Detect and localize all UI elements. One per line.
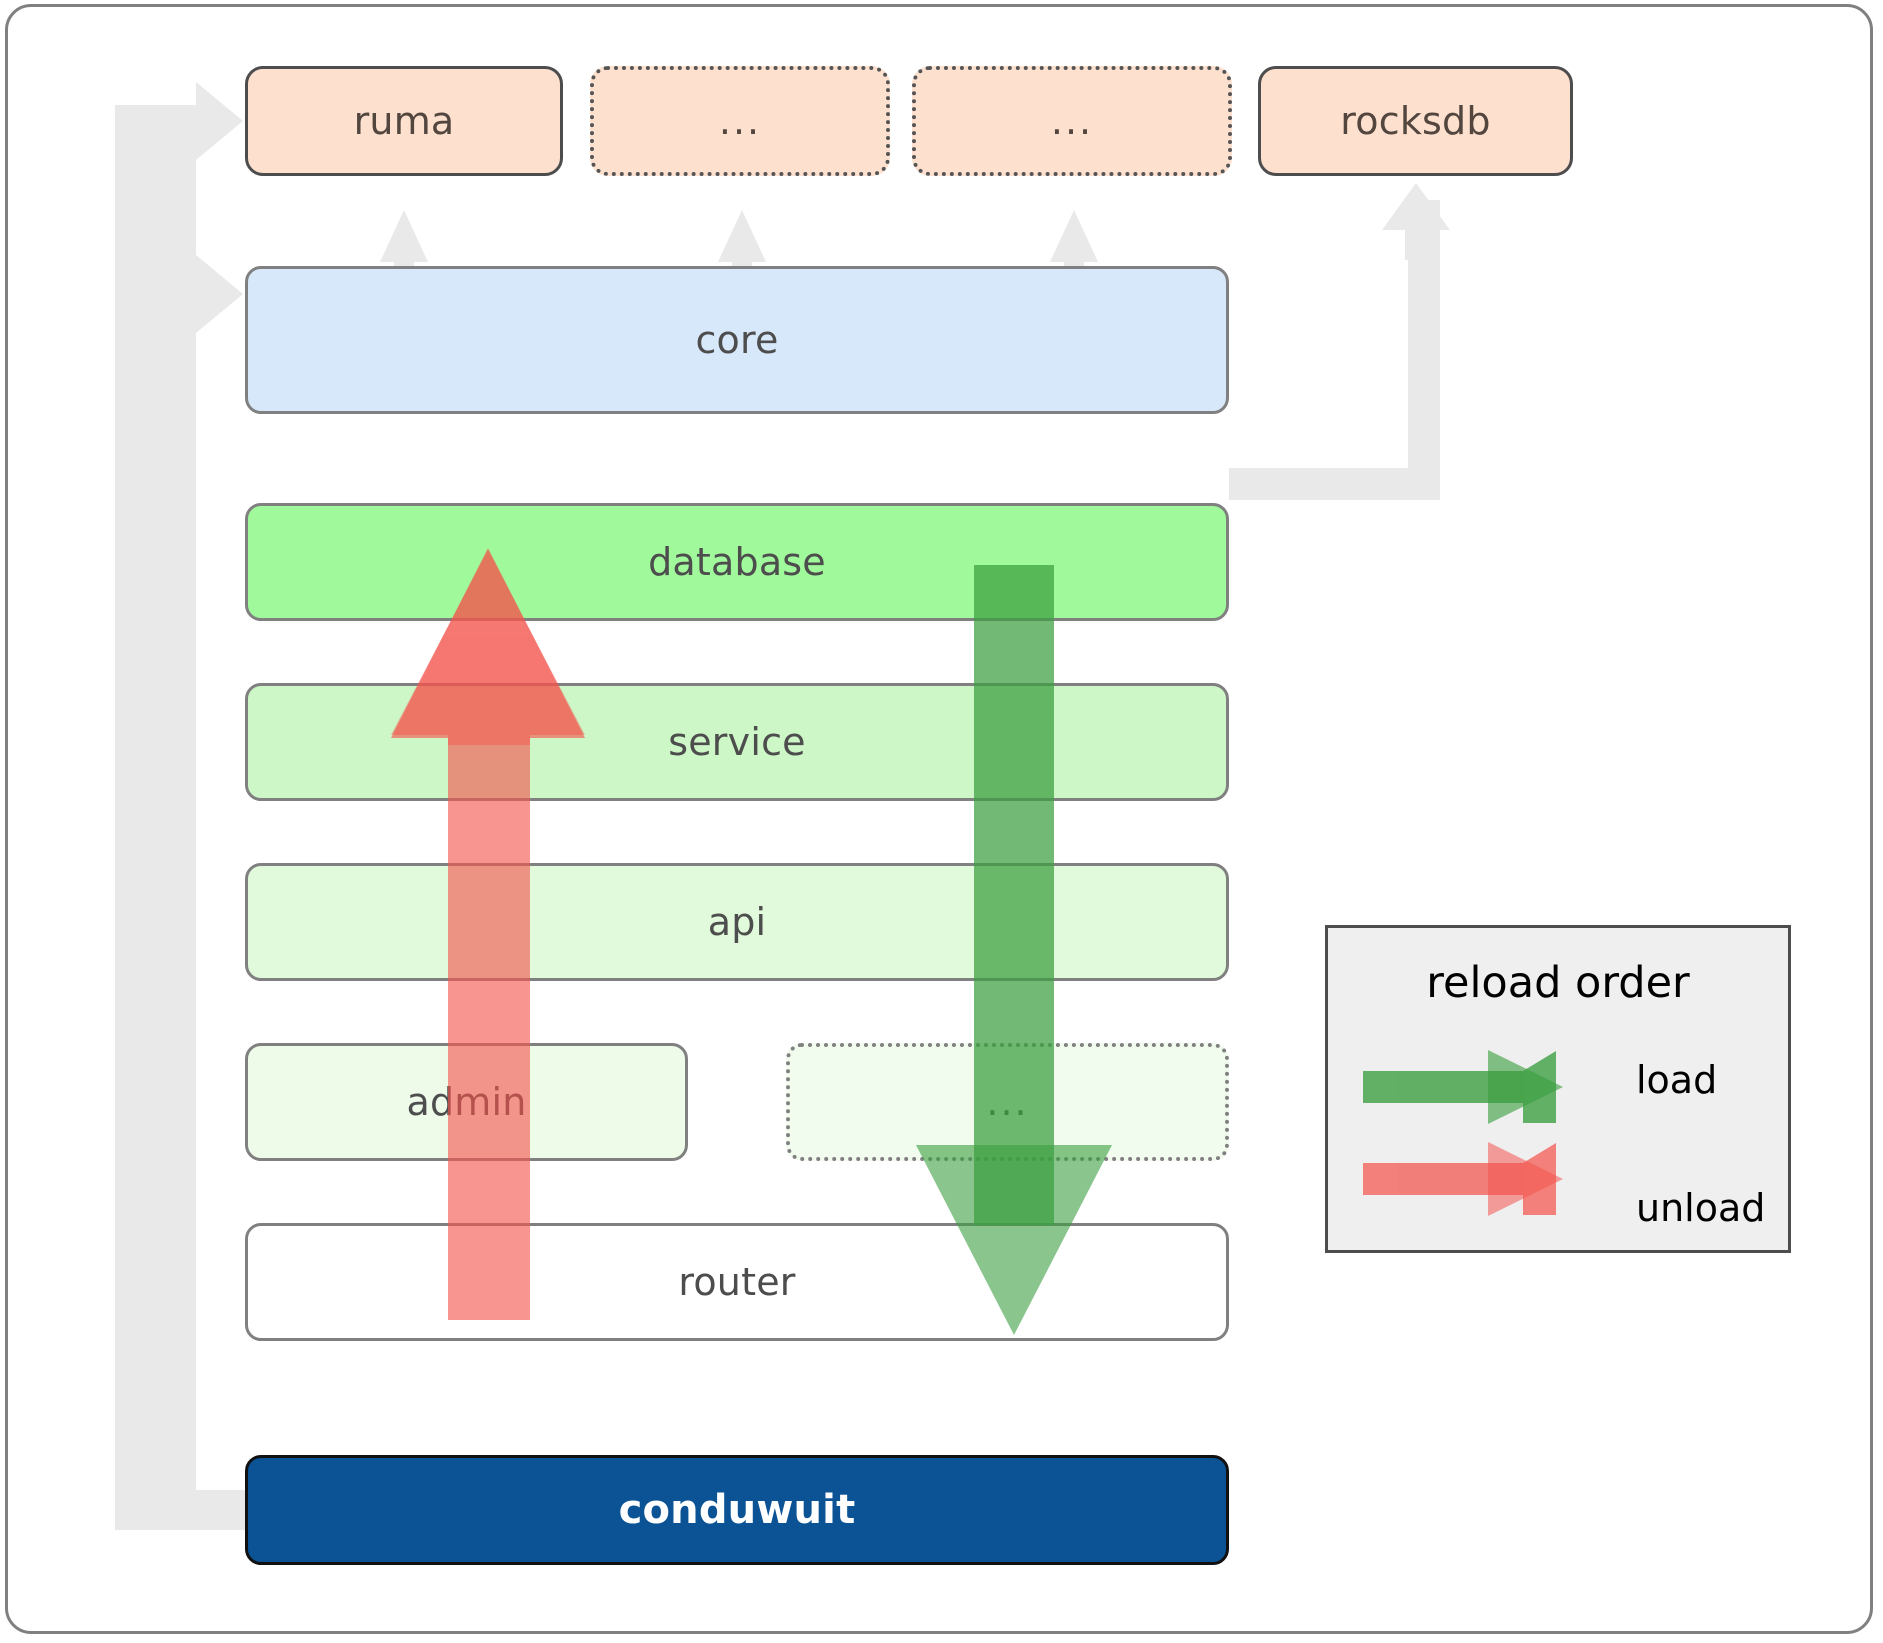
legend-load-arrow-head (1488, 1050, 1563, 1124)
connector-arrow-core-to-dots1 (718, 210, 766, 275)
dependency-placeholder-2[interactable]: ... (912, 66, 1232, 176)
load-arrow-head (916, 1145, 1112, 1335)
layer-service-label: service (668, 720, 806, 764)
unload-arrow-shaft (448, 640, 530, 1320)
layer-api[interactable]: api (245, 863, 1229, 981)
core-label: core (695, 318, 779, 362)
unload-arrow-notch (448, 640, 530, 740)
connector-arrow-to-ruma (115, 82, 243, 160)
legend-title: reload order (1426, 958, 1690, 1008)
dependency-rocksdb-label: rocksdb (1340, 99, 1491, 143)
layer-service[interactable]: service (245, 683, 1229, 801)
connector-arrow-to-rocksdb (1382, 183, 1450, 260)
layer-router[interactable]: router (245, 1223, 1229, 1341)
connector-conduwuit-to-left-bus (115, 120, 245, 1530)
connector-arrow-core-to-dots2 (1050, 210, 1098, 275)
dependency-ruma-label: ruma (353, 99, 455, 143)
legend-box: reload order load unload (1325, 925, 1791, 1253)
connector-arrow-to-core (115, 255, 243, 333)
dependency-placeholder-1-label: ... (718, 99, 762, 143)
unload-arrow-outer-head (391, 550, 585, 745)
layer-database-label: database (648, 540, 826, 584)
load-arrow (974, 565, 1054, 1225)
layer-api-label: api (707, 900, 767, 944)
dependency-ruma[interactable]: ruma (245, 66, 563, 176)
dependency-placeholder-1[interactable]: ... (590, 66, 890, 176)
core-box[interactable]: core (245, 266, 1229, 414)
binary-conduwuit-label: conduwuit (618, 1487, 856, 1533)
legend-label-load: load (1636, 1058, 1718, 1102)
connector-arrow-core-to-ruma (380, 210, 428, 275)
legend-arrows (1363, 1050, 1563, 1216)
binary-conduwuit[interactable]: conduwuit (245, 1455, 1229, 1565)
legend-label-unload: unload (1636, 1186, 1766, 1230)
dependency-rocksdb[interactable]: rocksdb (1258, 66, 1573, 176)
legend-unload-arrow-head (1488, 1142, 1563, 1216)
gray-connectors (115, 82, 1450, 1530)
unload-arrow-outer (391, 550, 585, 745)
layer-router-label: router (678, 1260, 796, 1304)
load-arrow-head-group (916, 1145, 1112, 1335)
unload-arrow (391, 548, 585, 1320)
layer-database[interactable]: database (245, 503, 1229, 621)
load-arrow-shaft (974, 565, 1054, 1225)
dependency-placeholder-2-label: ... (1050, 99, 1094, 143)
